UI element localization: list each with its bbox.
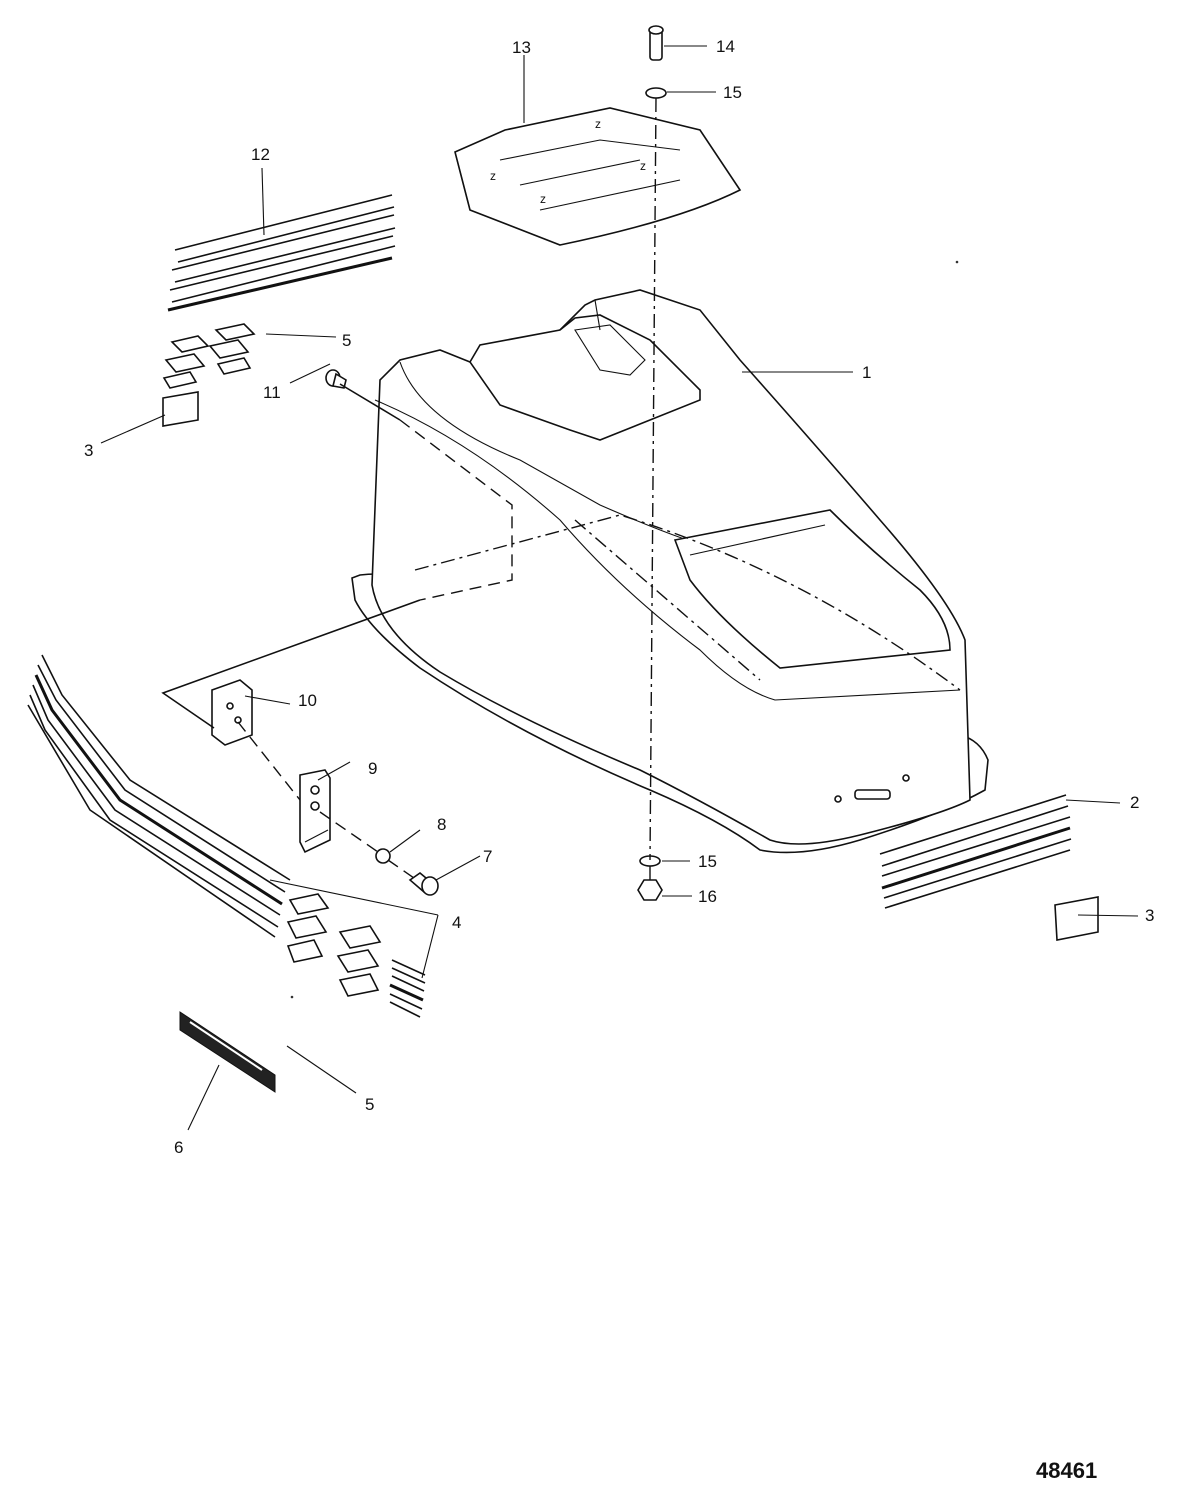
washer-8 (375, 848, 391, 864)
callout-16: 16 (698, 887, 717, 906)
callout-7: 7 (483, 847, 492, 866)
callout-3-right: 3 (1145, 906, 1154, 925)
svg-text:z: z (640, 159, 646, 173)
callout-13: 13 (512, 38, 531, 57)
screw-11 (325, 369, 347, 389)
callout-1: 1 (862, 363, 871, 382)
svg-text:z: z (540, 192, 546, 206)
callout-11: 11 (263, 383, 281, 402)
callout-5-upper: 5 (342, 331, 351, 350)
callout-10: 10 (298, 691, 317, 710)
svg-text:z: z (490, 169, 496, 183)
latch-bracket (211, 679, 253, 746)
stripe-decal-upper (167, 194, 396, 312)
stripe-decal-large (27, 654, 291, 938)
chevron-decals-lower (286, 893, 382, 997)
callout-12: 12 (251, 145, 270, 164)
svg-text:z: z (595, 117, 601, 131)
top-cowl (351, 289, 989, 854)
callout-14: 14 (716, 37, 735, 56)
top-cover-plate: z z z z (454, 107, 742, 246)
callout-15-top: 15 (723, 83, 742, 102)
washer-top (645, 87, 667, 99)
callout-2: 2 (1130, 793, 1139, 812)
callout-3-left: 3 (84, 441, 93, 460)
latch-plate (299, 769, 331, 854)
cover-nut (637, 879, 663, 901)
callout-8: 8 (437, 815, 446, 834)
callout-6: 6 (174, 1138, 183, 1157)
chevron-decals-upper (162, 323, 256, 389)
callout-9: 9 (368, 759, 377, 778)
stripe-decal-right (879, 794, 1072, 909)
leader-lines (100, 45, 1139, 1131)
callout-15-bottom: 15 (698, 852, 717, 871)
callout-4: 4 (452, 913, 461, 932)
square-decal-right (1054, 896, 1099, 941)
stripe-decal-small (389, 959, 426, 1018)
figure-number: 48461 (1036, 1458, 1097, 1483)
name-plate-decal (179, 1011, 276, 1093)
square-decal-left (162, 391, 199, 427)
cover-bolt (648, 25, 664, 61)
screw-7 (408, 871, 439, 896)
callout-5-lower: 5 (365, 1095, 374, 1114)
